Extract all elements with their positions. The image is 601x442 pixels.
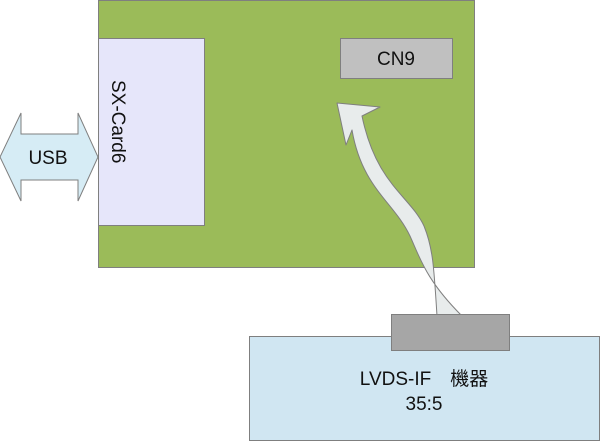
sx-card6-panel: [98, 38, 205, 226]
cn9-connector: [340, 38, 453, 79]
device-label-line1: LVDS-IF 機器: [360, 368, 488, 390]
cn9-label: CN9: [377, 49, 415, 70]
lvds-device-box: [249, 336, 600, 441]
usb-double-arrow: [0, 112, 99, 202]
device-connector: [391, 314, 510, 351]
sx-card6-label: SX-Card6: [107, 80, 128, 163]
usb-label: USB: [28, 148, 67, 169]
cable-arrow: [336, 102, 463, 317]
device-label-line2: 35:5: [406, 394, 443, 415]
